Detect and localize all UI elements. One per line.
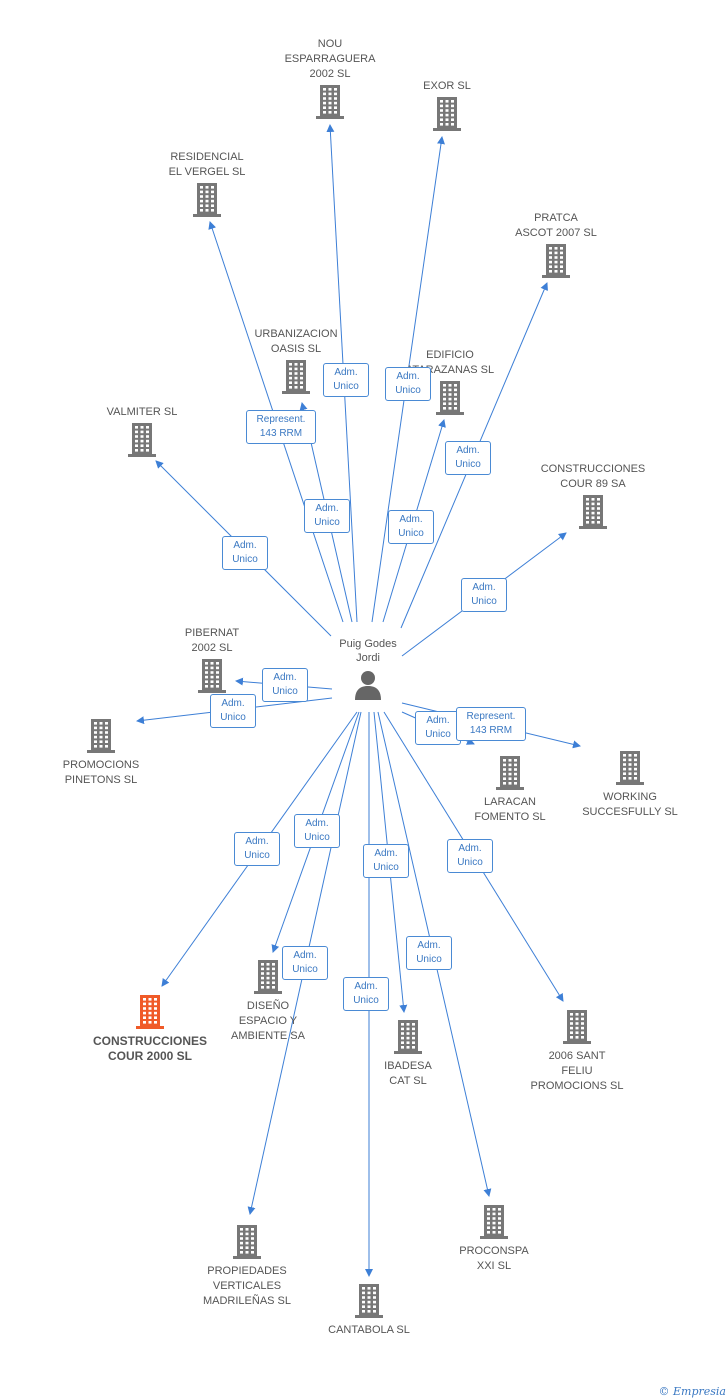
building-icon: [193, 183, 221, 217]
building-icon: [316, 85, 344, 119]
brand-logo: Empresia: [673, 1385, 726, 1398]
company-label: IBADESA CAT SL: [384, 1060, 432, 1087]
building-icon: [136, 995, 164, 1029]
building-icon: [480, 1205, 508, 1239]
building-icon: [542, 244, 570, 278]
company-node-ibadesa[interactable]: IBADESA CAT SL: [333, 1020, 483, 1089]
edge-label-pratca[interactable]: Adm. Unico: [445, 441, 491, 475]
person-icon: [355, 671, 381, 700]
center-person[interactable]: Puig Godes Jordi: [308, 637, 428, 701]
company-node-working[interactable]: WORKING SUCCESFULLY SL: [555, 751, 705, 820]
edge-label-santfeliu[interactable]: Adm. Unico: [447, 839, 493, 873]
company-label: VALMITER SL: [106, 406, 178, 418]
edge-label-proconspa[interactable]: Adm. Unico: [406, 936, 452, 970]
company-label: PRATCA ASCOT 2007 SL: [515, 212, 597, 239]
company-node-cour2000[interactable]: CONSTRUCCIONES COUR 2000 SL: [75, 995, 225, 1064]
company-label: 2006 SANT FELIU PROMOCIONS SL: [530, 1050, 624, 1092]
company-node-pinetons[interactable]: PROMOCIONS PINETONS SL: [26, 719, 176, 788]
edge-label-ibadesa[interactable]: Adm. Unico: [363, 844, 409, 878]
company-node-nou[interactable]: NOU ESPARRAGUERA 2002 SL: [255, 37, 405, 119]
building-icon: [282, 360, 310, 394]
edge-label-cour89[interactable]: Adm. Unico: [461, 578, 507, 612]
edge-label-valmiter[interactable]: Adm. Unico: [222, 536, 268, 570]
edge-label-cour2000[interactable]: Adm. Unico: [234, 832, 280, 866]
edge-label-pinetons[interactable]: Adm. Unico: [210, 694, 256, 728]
building-icon: [616, 751, 644, 785]
company-node-diseno[interactable]: DISEÑO ESPACIO Y AMBIENTE SA: [193, 960, 343, 1044]
edge-label-edificio[interactable]: Adm. Unico: [388, 510, 434, 544]
company-label: EXOR SL: [423, 80, 471, 92]
company-label: PROPIEDADES VERTICALES MADRILEÑAS SL: [202, 1265, 292, 1307]
building-icon: [436, 381, 464, 415]
edge-label-nou[interactable]: Adm. Unico: [323, 363, 369, 397]
company-node-pratca[interactable]: PRATCA ASCOT 2007 SL: [481, 211, 631, 278]
company-node-proconspa[interactable]: PROCONSPA XXI SL: [419, 1205, 569, 1274]
center-person-name: Puig Godes Jordi: [339, 638, 397, 664]
building-icon: [254, 960, 282, 994]
company-node-santfeliu[interactable]: 2006 SANT FELIU PROMOCIONS SL: [502, 1010, 652, 1094]
company-node-cantabola[interactable]: CANTABOLA SL: [294, 1284, 444, 1338]
company-node-exor[interactable]: EXOR SL: [372, 79, 522, 131]
edge-label-laracan[interactable]: Adm. Unico: [415, 711, 461, 745]
edge-label-exor[interactable]: Adm. Unico: [385, 367, 431, 401]
building-icon: [496, 756, 524, 790]
company-label: LARACAN FOMENTO SL: [474, 796, 546, 823]
company-node-valmiter[interactable]: VALMITER SL: [67, 405, 217, 457]
company-node-residencial[interactable]: RESIDENCIAL EL VERGEL SL: [132, 150, 282, 217]
company-node-laracan[interactable]: LARACAN FOMENTO SL: [435, 756, 585, 825]
building-icon: [433, 97, 461, 131]
company-label: PROCONSPA XXI SL: [459, 1245, 529, 1272]
company-label: CONSTRUCCIONES COUR 2000 SL: [92, 1034, 207, 1063]
building-icon: [128, 423, 156, 457]
edge-label-working[interactable]: Represent. 143 RRM: [456, 707, 526, 741]
edge-label-residencial[interactable]: Represent. 143 RRM: [246, 410, 316, 444]
company-label: URBANIZACION OASIS SL: [254, 328, 338, 355]
company-node-edificio[interactable]: EDIFICIO ATARAZANAS SL: [375, 348, 525, 415]
edge-label-cantabola[interactable]: Adm. Unico: [343, 977, 389, 1011]
company-label: PIBERNAT 2002 SL: [184, 627, 240, 654]
company-node-urbanizacion[interactable]: URBANIZACION OASIS SL: [221, 327, 371, 394]
building-icon: [394, 1020, 422, 1054]
building-icon: [355, 1284, 383, 1318]
company-node-pibernat[interactable]: PIBERNAT 2002 SL: [137, 626, 287, 693]
company-label: DISEÑO ESPACIO Y AMBIENTE SA: [231, 1000, 305, 1042]
building-icon: [198, 659, 226, 693]
building-icon: [233, 1225, 261, 1259]
copyright-symbol: ©: [658, 1385, 670, 1398]
company-node-propiedades[interactable]: PROPIEDADES VERTICALES MADRILEÑAS SL: [172, 1225, 322, 1309]
building-icon: [563, 1010, 591, 1044]
building-icon: [87, 719, 115, 753]
edge-label-pibernat[interactable]: Adm. Unico: [262, 668, 308, 702]
company-label: PROMOCIONS PINETONS SL: [62, 759, 140, 786]
edge-label-diseno[interactable]: Adm. Unico: [294, 814, 340, 848]
company-label: CONSTRUCCIONES COUR 89 SA: [540, 463, 646, 490]
edge-label-urbanizacion[interactable]: Adm. Unico: [304, 499, 350, 533]
edge-label-propiedades[interactable]: Adm. Unico: [282, 946, 328, 980]
company-label: WORKING SUCCESFULLY SL: [582, 791, 678, 818]
building-icon: [579, 495, 607, 529]
company-label: RESIDENCIAL EL VERGEL SL: [168, 151, 246, 178]
company-label: CANTABOLA SL: [328, 1324, 410, 1336]
footer-brand: © Empresia: [659, 1385, 727, 1398]
company-node-cour89[interactable]: CONSTRUCCIONES COUR 89 SA: [518, 462, 668, 529]
company-label: NOU ESPARRAGUERA 2002 SL: [284, 38, 376, 80]
